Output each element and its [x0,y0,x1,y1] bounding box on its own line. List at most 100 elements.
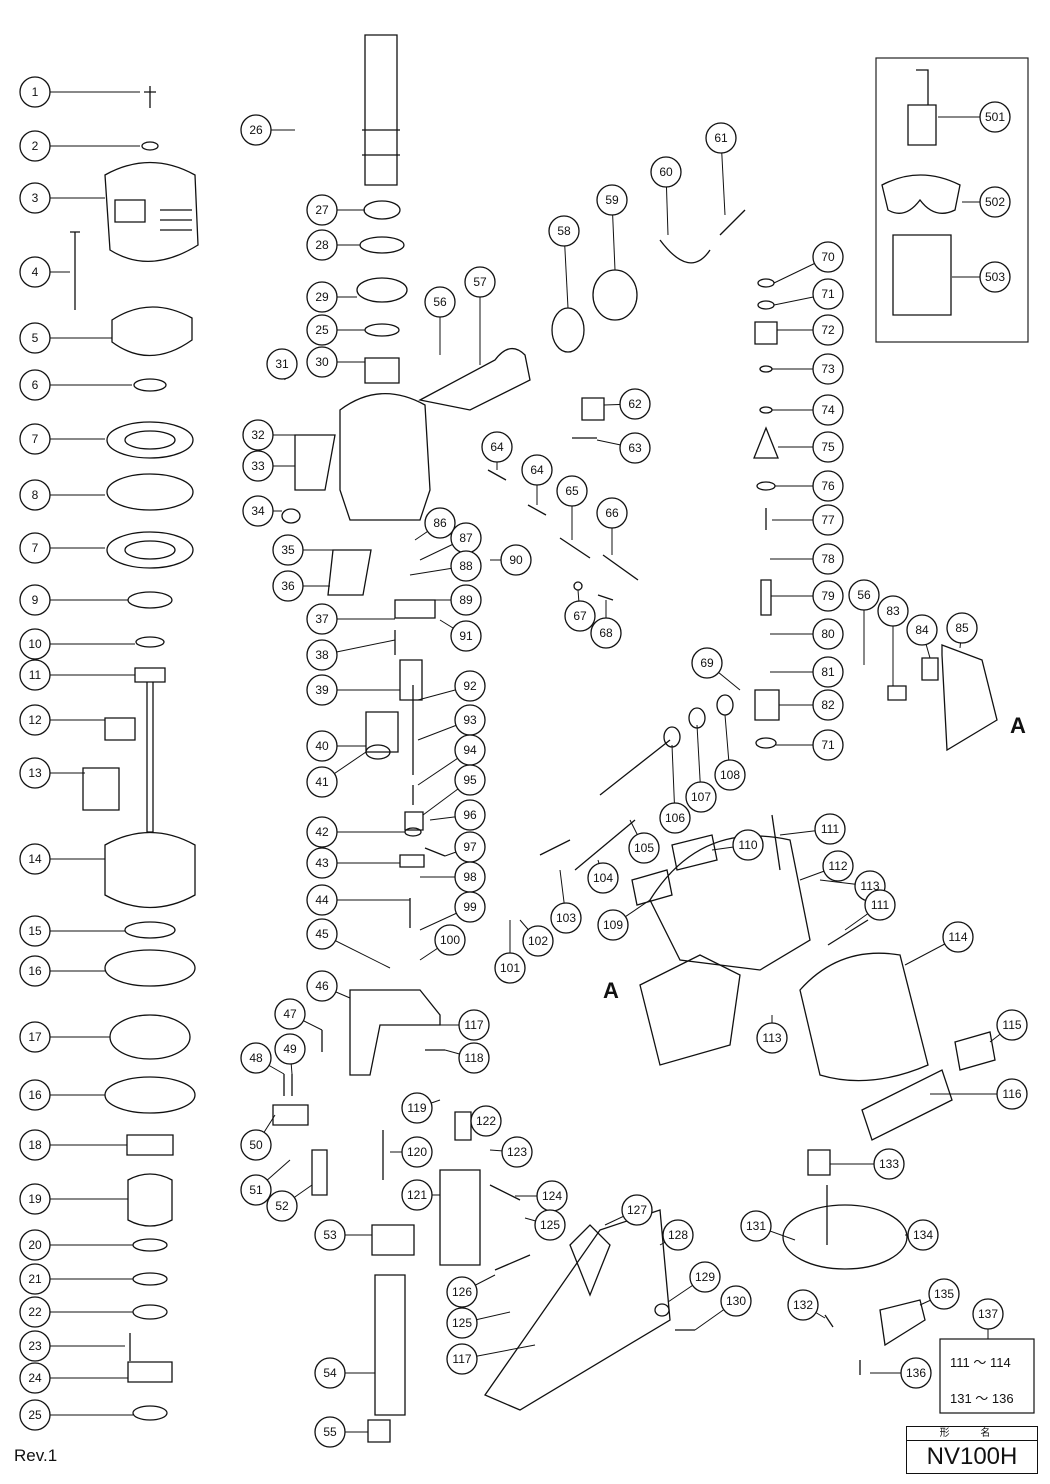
part-callout: 8 [19,479,51,511]
callout-number: 136 [906,1366,926,1380]
part-callout: 19 [19,1183,51,1215]
part-oring-20 [132,1238,168,1252]
callout-number: 111 [821,822,840,836]
part-stem-79 [760,579,772,616]
callout-number: 129 [695,1270,715,1284]
part-callout: 46 [306,970,338,1002]
part-callout: 94 [454,734,486,766]
part-rod-103 [539,839,571,856]
callout-circle [240,1129,272,1161]
callout-number: 73 [821,362,835,376]
part-callout: 122 [470,1105,502,1137]
callout-number: 29 [315,290,329,304]
callout-circle [500,544,532,576]
callout-circle [306,766,338,798]
part-piston-11 [134,667,166,833]
callout-number: 123 [507,1145,527,1159]
part-callout: 53 [314,1219,346,1251]
part-driver-54 [374,1274,406,1416]
part-callout: 55 [314,1416,346,1448]
part-pin-96 [424,847,446,857]
part-callout: 89 [450,584,482,616]
callout-circle [521,454,553,486]
part-callout: 15 [19,915,51,947]
callout-circle [714,759,746,791]
part-callout: 115 [996,1009,1028,1041]
part-oring-41 [365,744,391,760]
callout-circle [628,832,660,864]
callout-circle [501,1136,533,1168]
part-callout: 42 [306,816,338,848]
callout-number: 49 [283,1042,297,1056]
part-valve-75 [753,426,779,459]
callout-number: 40 [315,739,329,753]
part-washer-2 [141,141,159,151]
callout-number: 1 [32,85,39,99]
part-cover-114 [799,952,929,1082]
callout-circle [685,781,717,813]
callout-circle [590,617,622,649]
callout-circle [401,1092,433,1124]
callout-number: 103 [556,911,576,925]
part-cap-5 [111,306,193,357]
callout-number: 109 [603,918,623,932]
callout-circle [522,925,554,957]
part-knob-95 [404,811,424,831]
part-cylinder-26 [362,34,400,186]
callout-number: 9 [32,593,39,607]
callout-circle [556,475,588,507]
callout-number: 89 [459,593,473,607]
part-nose-46 [349,989,441,1076]
callout-circle [274,998,306,1030]
part-callout: 44 [306,884,338,916]
part-callout: 29 [306,281,338,313]
callout-circle [848,579,880,611]
part-callout: 71 [812,729,844,761]
callout-number: 59 [605,193,619,207]
part-callout: 106 [659,802,691,834]
part-callout: 24 [19,1362,51,1394]
callout-circle [691,647,723,679]
callout-number: 63 [628,441,642,455]
part-callout: 119 [401,1092,433,1124]
callout-number: 17 [28,1030,42,1044]
callout-circle [266,348,298,380]
callout-number: 132 [793,1298,813,1312]
callout-number: 92 [463,679,477,693]
part-callout: 111 [814,813,846,845]
part-callout: 5 [19,322,51,354]
callout-number: 7 [32,432,39,446]
callout-circle [621,1194,653,1226]
callout-circle [996,1009,1028,1041]
callout-circle [401,1136,433,1168]
part-callout: 30 [306,346,338,378]
part-handle-57 [418,348,531,411]
callout-circle [596,184,628,216]
callout-number: 501 [985,110,1005,124]
part-callout: 93 [454,704,486,736]
part-bracket-85 [941,644,998,752]
callout-number: 21 [28,1272,42,1286]
part-fitting-61 [719,209,746,236]
callout-circle [720,1285,752,1317]
part-trigger-37 [394,599,436,619]
callout-circle [314,1219,346,1251]
callout-circle [564,600,596,632]
callout-number: 117 [452,1352,471,1366]
callout-number: 96 [463,808,477,822]
part-callout: 21 [19,1263,51,1295]
part-spring-104 [574,819,636,871]
callout-circle [19,628,51,660]
part-plate-12 [104,717,136,741]
part-guide-53 [371,1224,415,1256]
part-plate-8 [106,473,194,511]
callout-number: 24 [28,1371,42,1385]
callout-number: 87 [459,531,473,545]
part-callout: 57 [464,266,496,298]
part-plug-72 [754,321,778,345]
callout-number: 25 [315,323,329,337]
part-ball-67 [573,581,583,591]
part-callout: 111 [864,889,896,921]
part-callout: 4 [19,256,51,288]
part-pin-132 [824,1314,834,1328]
